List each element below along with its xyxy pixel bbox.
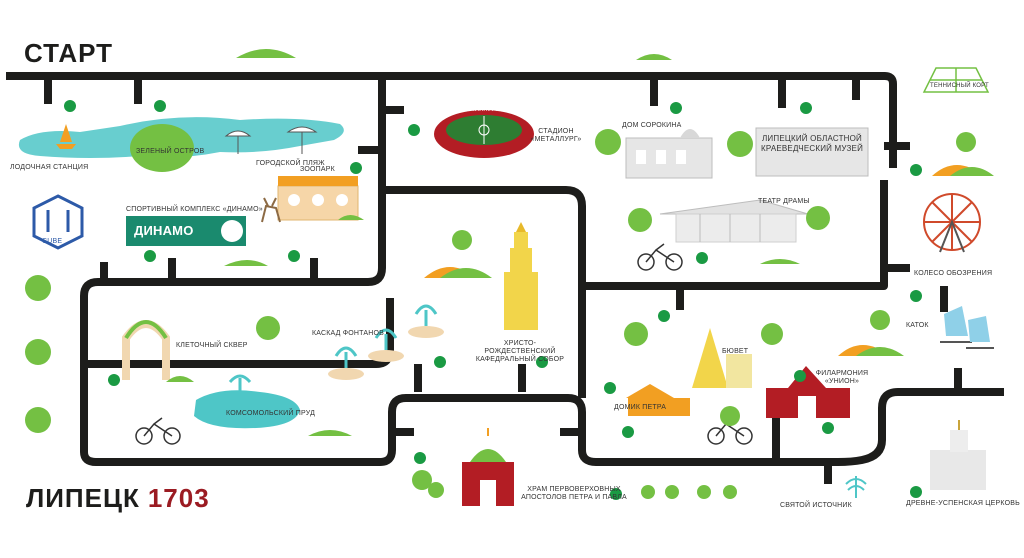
label-museum: ЛИПЕЦКИЙ ОБЛАСТНОЙ КРАЕВЕДЧЕСКИЙ МУЗЕЙ	[760, 134, 864, 153]
route-stops	[64, 100, 922, 500]
label-boat-station: ЛОДОЧНАЯ СТАНЦИЯ	[10, 164, 89, 171]
label-komsomol-pond: КОМСОМОЛЬСКИЙ ПРУД	[226, 410, 316, 417]
temple-icon	[462, 428, 514, 506]
arch-icon	[122, 320, 170, 380]
start-label: СТАРТ	[24, 38, 114, 68]
ferris-wheel-icon	[923, 193, 981, 253]
holy-spring-icon	[845, 476, 867, 498]
road-middle	[386, 186, 586, 398]
label-sport-complex: СПОРТИВНЫЙ КОМПЛЕКС «ДИНАМО»	[126, 206, 263, 213]
label-buvet: БЮВЕТ	[722, 348, 749, 355]
dinamo-sign-text: ДИНАМО	[134, 223, 194, 238]
drama-theatre	[659, 199, 809, 243]
zoo-building	[261, 176, 359, 223]
dinamo-sign	[126, 216, 246, 246]
tennis-court-icon	[922, 67, 990, 93]
city-name: ЛИПЕЦК	[26, 483, 140, 513]
stadium-icon	[434, 110, 534, 158]
label-ferris-wheel: КОЛЕСО ОБОЗРЕНИЯ	[914, 270, 993, 277]
philharmonic-icon	[766, 366, 850, 418]
label-zoo: ЗООПАРК	[300, 166, 335, 173]
road-top	[6, 72, 897, 168]
label-holy-spring: СВЯТОЙ ИСТОЧНИК	[780, 502, 852, 509]
deer-icon	[261, 197, 281, 223]
label-cathedral: ХРИСТО-РОЖДЕСТВЕНСКИЙ КАФЕДРАЛЬНЫЙ СОБОР	[475, 340, 565, 363]
church-icon	[930, 420, 986, 490]
city-year: 1703	[147, 483, 210, 513]
label-sorokin-house: ДОМ СОРОКИНА	[622, 122, 682, 129]
label-city-beach: ГОРОДСКОЙ ПЛЯЖ	[256, 160, 325, 167]
road-bottom-stubs	[96, 142, 962, 484]
komsomol-pond	[194, 374, 300, 429]
label-peter-house: ДОМИК ПЕТРА	[614, 404, 667, 411]
skate-icon	[940, 306, 994, 349]
trees	[25, 129, 976, 499]
cube-sign-text: CUBE	[42, 238, 63, 245]
label-drama-theatre: ТЕАТР ДРАМЫ	[758, 198, 810, 205]
label-green-island: ЗЕЛЕНЫЙ ОСТРОВ	[136, 148, 205, 155]
stadium-sign-text: МЕТАЛЛУРГ	[462, 107, 500, 113]
grass-mounds	[166, 49, 994, 436]
sailboat-icon	[56, 124, 76, 149]
label-stadium: СТАДИОН «МЕТАЛЛУРГ»	[530, 128, 582, 143]
beach-umbrella-icon-2	[286, 126, 318, 154]
label-philharmonic: ФИЛАРМОНИЯ «УНИОН»	[815, 370, 869, 385]
label-fountain-cascade: КАСКАД ФОНТАНОВ	[312, 330, 385, 337]
cube-logo	[32, 194, 84, 250]
fountain-cascade-icon	[328, 304, 444, 380]
label-tennis-court: ТЕННИСНЫЙ КОРТ	[930, 83, 989, 89]
beach-umbrella-icon	[224, 130, 252, 154]
label-temple: ХРАМ ПЕРВОВЕРХОВНЫХ АПОСТОЛОВ ПЕТРА И ПА…	[521, 486, 627, 501]
lake-area	[18, 117, 344, 172]
cathedral-icon	[504, 222, 538, 330]
label-cage-square: КЛЕТОЧНЫЙ СКВЕР	[176, 342, 248, 349]
label-uspensky-church: ДРЕВНЕ-УСПЕНСКАЯ ЦЕРКОВЬ	[906, 500, 1020, 507]
green-island-shape	[130, 124, 194, 172]
peter-house-icon	[626, 384, 690, 416]
museum-building	[755, 127, 869, 177]
road-left-block-bottom	[80, 76, 1004, 466]
road-top-stubs	[44, 76, 860, 114]
label-rink: КАТОК	[906, 322, 929, 329]
sorokin-house	[625, 129, 713, 179]
buvet-icon	[692, 328, 752, 388]
